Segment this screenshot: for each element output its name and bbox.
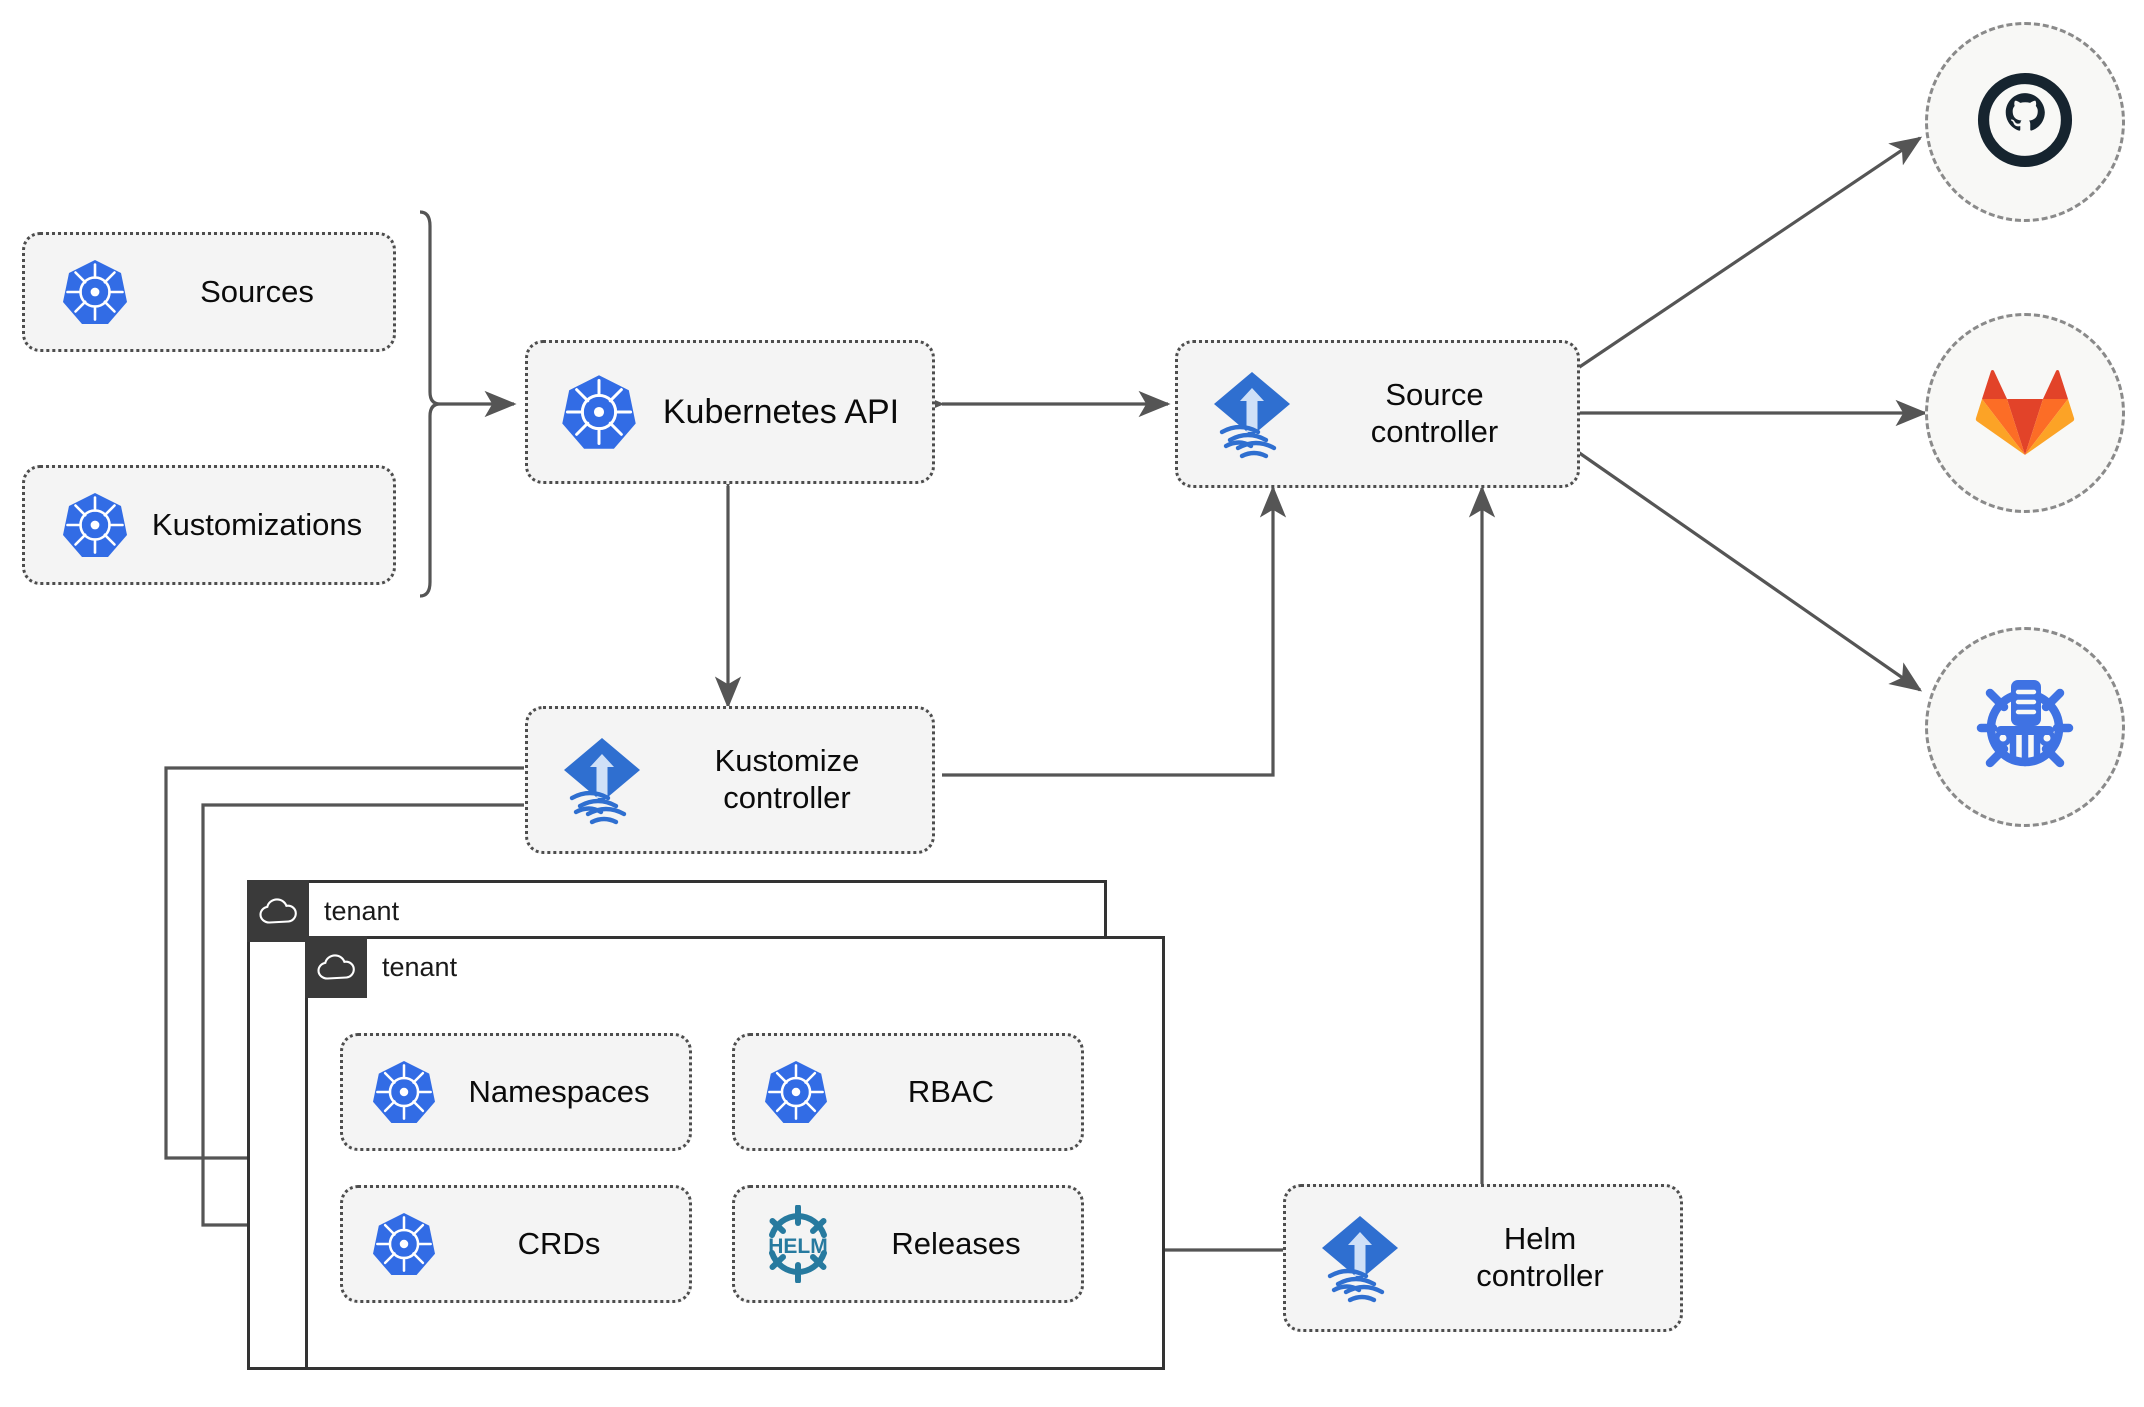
crd-group-bracket	[419, 210, 441, 598]
tenant-resource-crds[interactable]: CRDs	[340, 1185, 692, 1303]
flux-icon	[1206, 366, 1298, 462]
cloud-icon	[305, 936, 367, 998]
kubernetes-icon	[765, 1059, 827, 1125]
tenant-resource-label: Namespaces	[468, 1073, 650, 1109]
tenant-resource-label: CRDs	[517, 1225, 601, 1261]
tenant-resource-rbac[interactable]: RBAC	[732, 1033, 1084, 1151]
github-icon	[1969, 64, 2081, 181]
provider-gitlab[interactable]	[1925, 313, 2125, 513]
crd-node-sources[interactable]: Sources	[22, 232, 396, 352]
edge-source-github	[1577, 136, 1923, 370]
gitlab-icon	[1973, 361, 2077, 466]
node-helm-controller[interactable]: Helm controller	[1283, 1184, 1683, 1332]
tenant-resource-releases[interactable]: HELM Releases	[732, 1185, 1084, 1303]
node-kustomize-controller[interactable]: Kustomize controller	[525, 706, 935, 854]
node-label-kustomize-controller: Kustomize controller	[714, 743, 860, 815]
node-label-helm-controller: Helm controller	[1476, 1221, 1604, 1293]
tenant-resource-label: Releases	[891, 1225, 1021, 1261]
oci-registry-icon	[1966, 666, 2084, 789]
kubernetes-icon	[373, 1059, 435, 1125]
node-label-kubernetes-api: Kubernetes API	[662, 392, 900, 431]
flux-icon	[1314, 1210, 1406, 1306]
crd-node-kustomizations[interactable]: Kustomizations	[22, 465, 396, 585]
tenant-resource-namespaces[interactable]: Namespaces	[340, 1033, 692, 1151]
tenant-label-outer: tenant	[324, 895, 400, 926]
edge-source-oci	[1577, 450, 1923, 692]
flux-icon	[556, 732, 648, 828]
svg-text:HELM: HELM	[768, 1235, 828, 1258]
node-label-source-controller: Source controller	[1370, 377, 1499, 449]
edge-kustomize-source	[942, 485, 1287, 777]
node-kubernetes-api[interactable]: Kubernetes API	[525, 340, 935, 484]
crd-label-sources: Sources	[200, 273, 314, 309]
provider-oci-registry[interactable]	[1925, 627, 2125, 827]
tenant-container-inner[interactable]: tenant	[305, 936, 1165, 1370]
helm-icon: HELM	[759, 1205, 837, 1283]
node-source-controller[interactable]: Source controller	[1175, 340, 1580, 488]
cloud-icon	[247, 880, 309, 942]
kubernetes-icon	[63, 258, 127, 326]
kubernetes-icon	[373, 1211, 435, 1277]
kubernetes-icon	[562, 373, 636, 451]
provider-github[interactable]	[1925, 22, 2125, 222]
tenant-resource-label: RBAC	[907, 1073, 995, 1109]
tenant-label-inner: tenant	[382, 951, 458, 982]
crd-label-kustomizations: Kustomizations	[151, 506, 363, 542]
kubernetes-icon	[63, 491, 127, 559]
